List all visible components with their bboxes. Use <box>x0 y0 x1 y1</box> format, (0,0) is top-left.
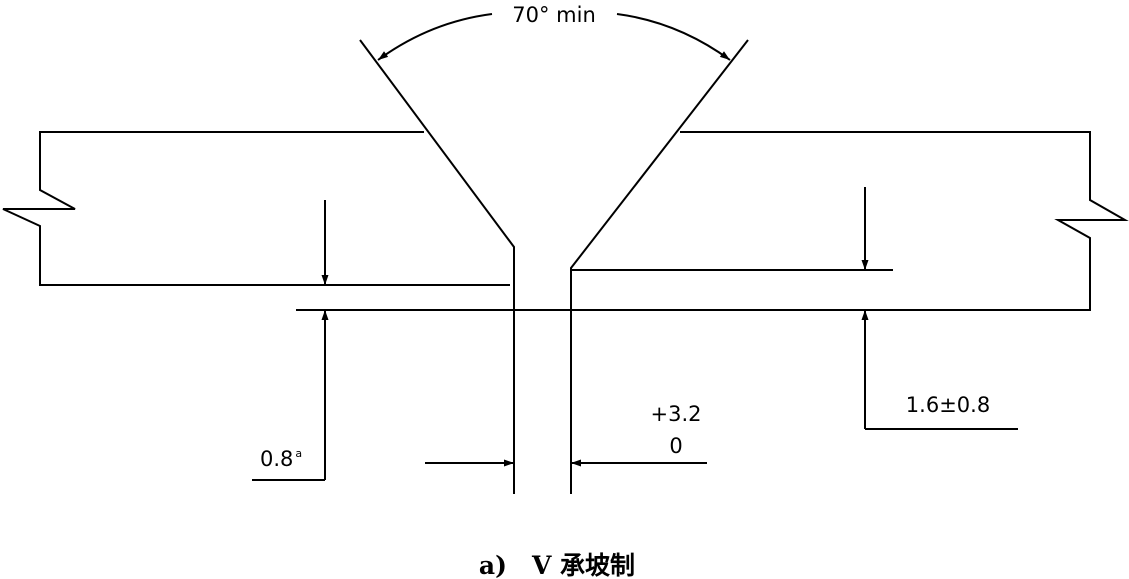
left-plate <box>2 131 510 286</box>
figure-caption: a) V 承坡制 <box>479 551 635 579</box>
land-superscript: a <box>295 447 302 460</box>
angle-arc-left <box>377 13 493 61</box>
gap-tolerance-plus: +3.2 <box>651 402 702 426</box>
gap-tolerance-minus: 0 <box>669 434 682 458</box>
angle-label: 70° min <box>512 3 596 27</box>
thickness-label: 1.6±0.8 <box>906 393 990 417</box>
angle-arc-right <box>616 13 731 61</box>
left-bevel <box>359 39 515 494</box>
right-plate <box>296 131 1129 311</box>
right-bevel <box>570 39 749 494</box>
land-value: 0.8 <box>260 447 293 471</box>
